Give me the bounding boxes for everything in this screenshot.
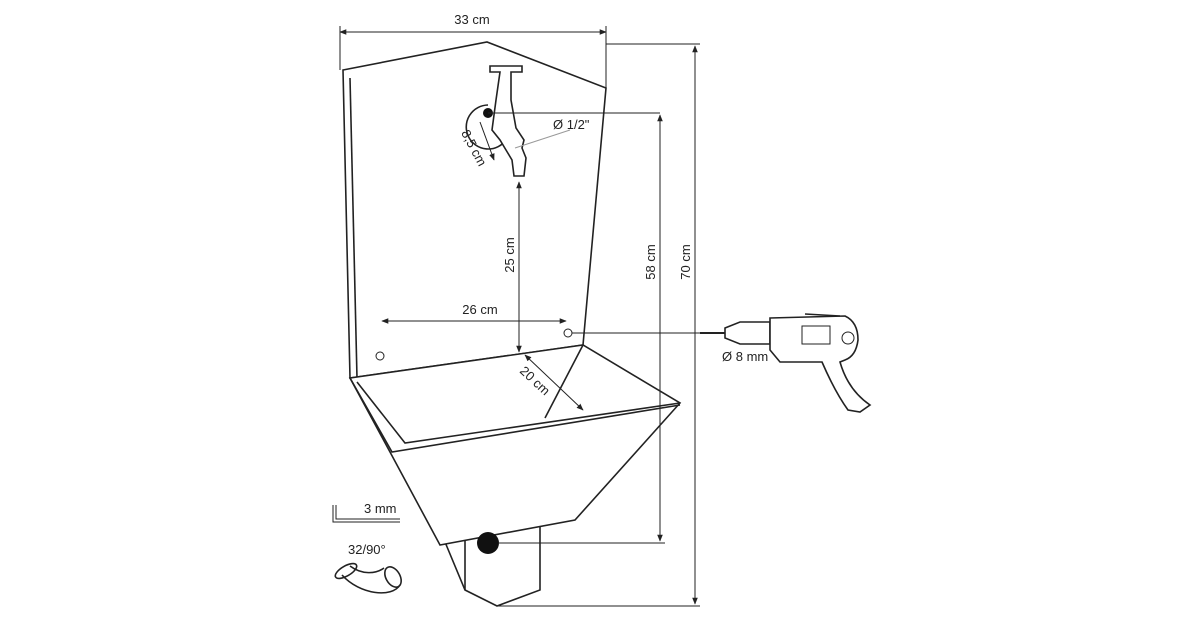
dim-thickness: 3 mm bbox=[364, 501, 397, 516]
dim-height-58: 58 cm bbox=[643, 244, 658, 279]
dim-width-top: 33 cm bbox=[454, 12, 489, 27]
drain-hole bbox=[477, 532, 499, 554]
basin bbox=[348, 344, 682, 546]
dimension-lines bbox=[339, 26, 740, 607]
dim-tap-to-holes: 25 cm bbox=[502, 237, 517, 272]
dim-tap-thread: Ø 1/2" bbox=[553, 117, 590, 132]
back-panel bbox=[342, 41, 607, 379]
mounting-hole-left bbox=[375, 351, 385, 361]
tap-icon bbox=[465, 65, 660, 177]
drill-icon bbox=[700, 313, 872, 413]
elbow-pipe-icon bbox=[334, 562, 402, 594]
dim-hole-spacing: 26 cm bbox=[462, 302, 497, 317]
angle-profile-icon bbox=[332, 505, 400, 523]
dim-height-total: 70 cm bbox=[678, 244, 693, 279]
dim-drill-bit: Ø 8 mm bbox=[722, 349, 768, 364]
elbow-label: 32/90° bbox=[348, 542, 386, 557]
